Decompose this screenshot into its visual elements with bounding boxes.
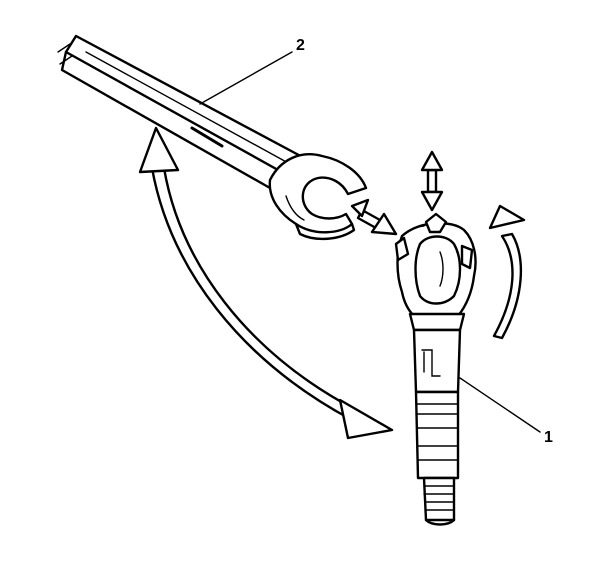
curved-double-arrow-small <box>488 204 526 340</box>
vertical-double-arrow <box>420 150 444 212</box>
curved-double-arrow-large <box>138 126 394 440</box>
diagonal-double-arrow <box>350 198 398 236</box>
leader-line-2 <box>199 51 293 105</box>
leader-line-1 <box>459 377 541 433</box>
steering-shaft <box>394 212 477 526</box>
callout-1: 1 <box>544 429 553 446</box>
wrench <box>57 34 368 241</box>
callout-2: 2 <box>296 37 305 54</box>
